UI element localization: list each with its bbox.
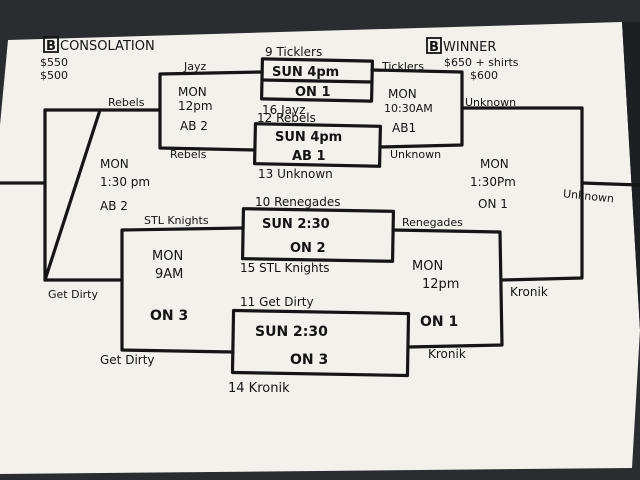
label-kronik-lower: Kronik [428,347,466,361]
mon-right-final-field: ON 1 [478,197,508,211]
mon-right-lower-day: MON [412,259,443,274]
label-stl-knights: STL Knights [144,214,209,227]
mon-left-lower-day: MON [152,249,183,264]
mon-left-final-field: AB 2 [100,199,128,213]
mon-right-upper-time: 10:30AM [384,102,433,115]
mon-right-upper-field: AB1 [392,121,416,135]
bracket-left-lower [120,226,245,354]
mon-right-final-day: MON [480,157,509,171]
mon-left-final-time: 1:30 pm [100,175,150,189]
mon-left-lower-time: 9AM [155,267,183,282]
upper-field: AB 1 [292,149,326,164]
bottom-seed-top: 11 Get Dirty [240,295,314,309]
label-unknown-lower: Unknown [390,148,441,161]
game-box-lower [240,207,396,263]
consolation-prize-2: $500 [40,69,68,82]
bracket-right-final [460,106,584,282]
consolation-prize-1: $550 [40,56,68,69]
bottom-day-time: SUN 2:30 [255,324,328,340]
winner-prize-1: $650 + shirts [444,56,519,69]
winner-title: WINNER [443,40,496,55]
line-right-out [580,181,640,187]
label-unknown-upper: Unknown [465,96,516,109]
lower-day-time: SUN 2:30 [262,217,330,232]
upper-day-time: SUN 4pm [275,130,342,145]
top-day-time: SUN 4pm [272,65,339,80]
winner-box-letter: B [429,40,439,55]
mon-left-final-day: MON [100,157,129,171]
label-kronik-upper: Kronik [510,285,548,299]
top-field: ON 1 [295,85,331,100]
top-seed-top: 9 Ticklers [265,45,322,59]
lower-field: ON 2 [290,241,326,256]
label-rebels-lower: Rebels [170,148,207,161]
divider-top [260,78,374,84]
upper-seed-top: 12 Rebels [257,111,316,125]
label-ticklers: Ticklers [381,60,424,73]
mon-right-final-time: 1:30Pm [470,175,516,189]
lower-seed-top: 10 Renegades [255,195,340,209]
label-rebels-upper: Rebels [108,96,145,109]
lower-seed-bottom: 15 STL Knights [240,261,330,275]
mon-left-upper-field: AB 2 [180,119,208,133]
mon-left-upper-time: 12pm [178,99,213,113]
label-get-dirty-lower: Get Dirty [100,353,155,367]
bottom-seed-bottom: 14 Kronik [228,381,290,396]
winner-prize-2: $600 [470,69,498,82]
paper-shadow [622,22,640,330]
mon-left-lower-field: ON 3 [150,308,188,324]
bracket-right-lower [391,228,504,349]
upper-seed-bottom: 13 Unknown [258,167,333,181]
game-box-bottom [230,308,411,378]
label-jayz: Jayz [183,60,206,73]
label-unknown-far: Unknown [562,187,614,205]
bottom-field: ON 3 [290,352,328,368]
label-get-dirty-upper: Get Dirty [48,288,98,301]
consolation-title: CONSOLATION [60,39,155,54]
bracket-left-final [43,108,162,282]
mon-right-upper-day: MON [388,87,417,101]
mon-right-lower-field: ON 1 [420,314,458,330]
top-seed-bottom: 16 Jayz [262,103,305,117]
consolation-box-letter: B [46,39,56,54]
mon-right-lower-time: 12pm [422,277,459,292]
mon-left-upper-day: MON [178,85,207,99]
label-renegades: Renegades [402,216,463,229]
